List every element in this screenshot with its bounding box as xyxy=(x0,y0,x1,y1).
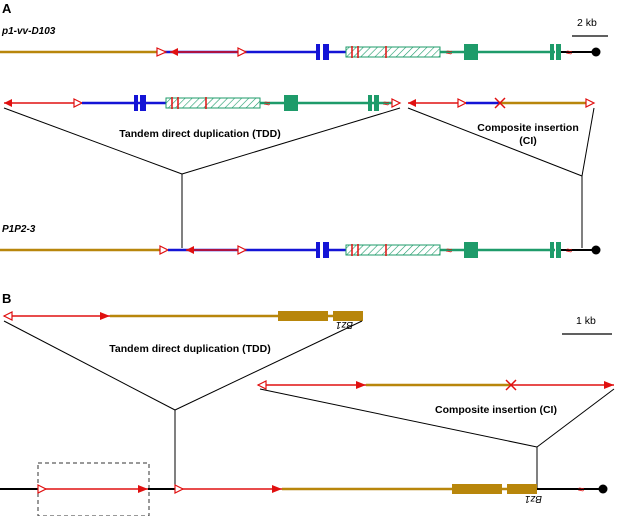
panel-a-label: A xyxy=(2,1,12,16)
tdd-insert-b xyxy=(2,311,363,321)
allele-label-top: p1-vv-D103 xyxy=(1,26,56,37)
svg-text:≈: ≈ xyxy=(566,245,572,257)
tdd-insert-a: ≈ ≈ xyxy=(4,95,402,111)
gene-label-b-bottom: Bz1 xyxy=(525,493,542,504)
allele-map-b: ≈ xyxy=(0,484,608,496)
allele-label-bottom: P1P2-3 xyxy=(2,224,36,235)
ci-insert-b xyxy=(256,379,614,391)
ci-label-b: Composite insertion (CI) xyxy=(435,404,557,416)
scale-bar-a-label: 2 kb xyxy=(577,17,597,29)
gene-label-b-top: Bz1 xyxy=(336,319,353,330)
connectors-b xyxy=(3,320,615,488)
svg-text:≈: ≈ xyxy=(446,245,452,257)
svg-text:≈: ≈ xyxy=(264,98,270,110)
connectors-a xyxy=(3,107,595,248)
scale-bar-a: 2 kb xyxy=(572,17,608,37)
allele-map-bottom: ≈ ≈ xyxy=(0,242,601,258)
panel-b-label: B xyxy=(2,291,11,306)
tdd-label-a: Tandem direct duplication (TDD) xyxy=(119,128,280,140)
svg-text:≈: ≈ xyxy=(578,484,584,496)
ci-label-a-line2: (CI) xyxy=(519,135,537,147)
allele-map-top: ≈ ≈ xyxy=(0,44,601,60)
scale-bar-b: 1 kb xyxy=(562,315,612,335)
svg-text:≈: ≈ xyxy=(446,47,452,59)
svg-text:≈: ≈ xyxy=(566,47,572,59)
scale-bar-b-label: 1 kb xyxy=(576,315,596,327)
svg-text:≈: ≈ xyxy=(383,98,389,110)
tdd-label-b: Tandem direct duplication (TDD) xyxy=(109,343,270,355)
ci-label-a-line1: Composite insertion xyxy=(477,122,579,134)
ci-insert-a xyxy=(408,97,596,109)
